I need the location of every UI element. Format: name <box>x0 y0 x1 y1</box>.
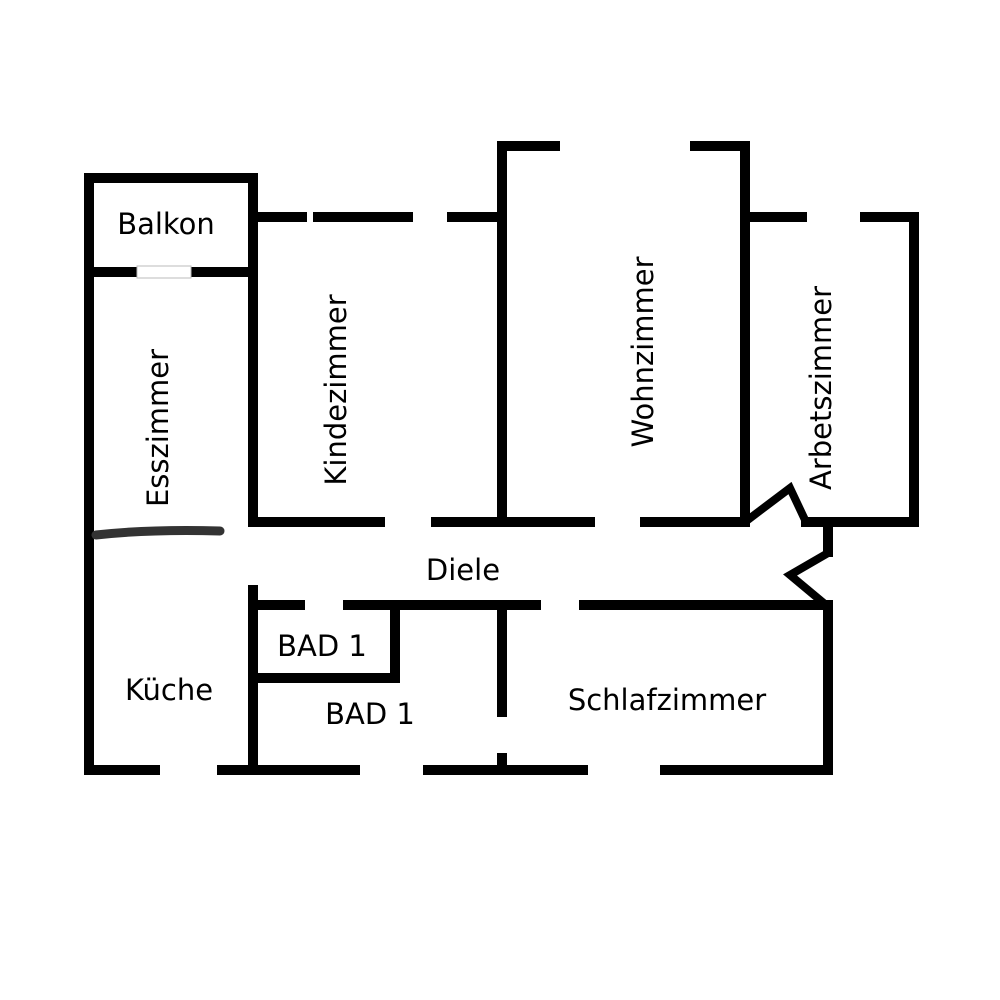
label-bad-small: BAD 1 <box>277 629 367 663</box>
label-wohnzimmer: Wohnzimmer <box>626 256 660 447</box>
balkon-door-window <box>136 265 192 279</box>
label-bad-large: BAD 1 <box>325 697 415 731</box>
label-balkon: Balkon <box>117 207 215 241</box>
wall-entrance-upper-angle <box>742 481 810 526</box>
label-schlafzimmer: Schlafzimmer <box>568 683 766 717</box>
label-kueche: Küche <box>125 673 213 707</box>
label-kindezimmer: Kindezimmer <box>319 294 353 485</box>
wall-esszimmer-kueche-partition <box>91 526 225 540</box>
label-diele: Diele <box>426 553 500 587</box>
label-esszimmer: Esszimmer <box>141 349 175 507</box>
label-arbeitszimmer: Arbetszimmer <box>804 286 838 490</box>
wall-entrance-lower-angle <box>783 549 831 609</box>
